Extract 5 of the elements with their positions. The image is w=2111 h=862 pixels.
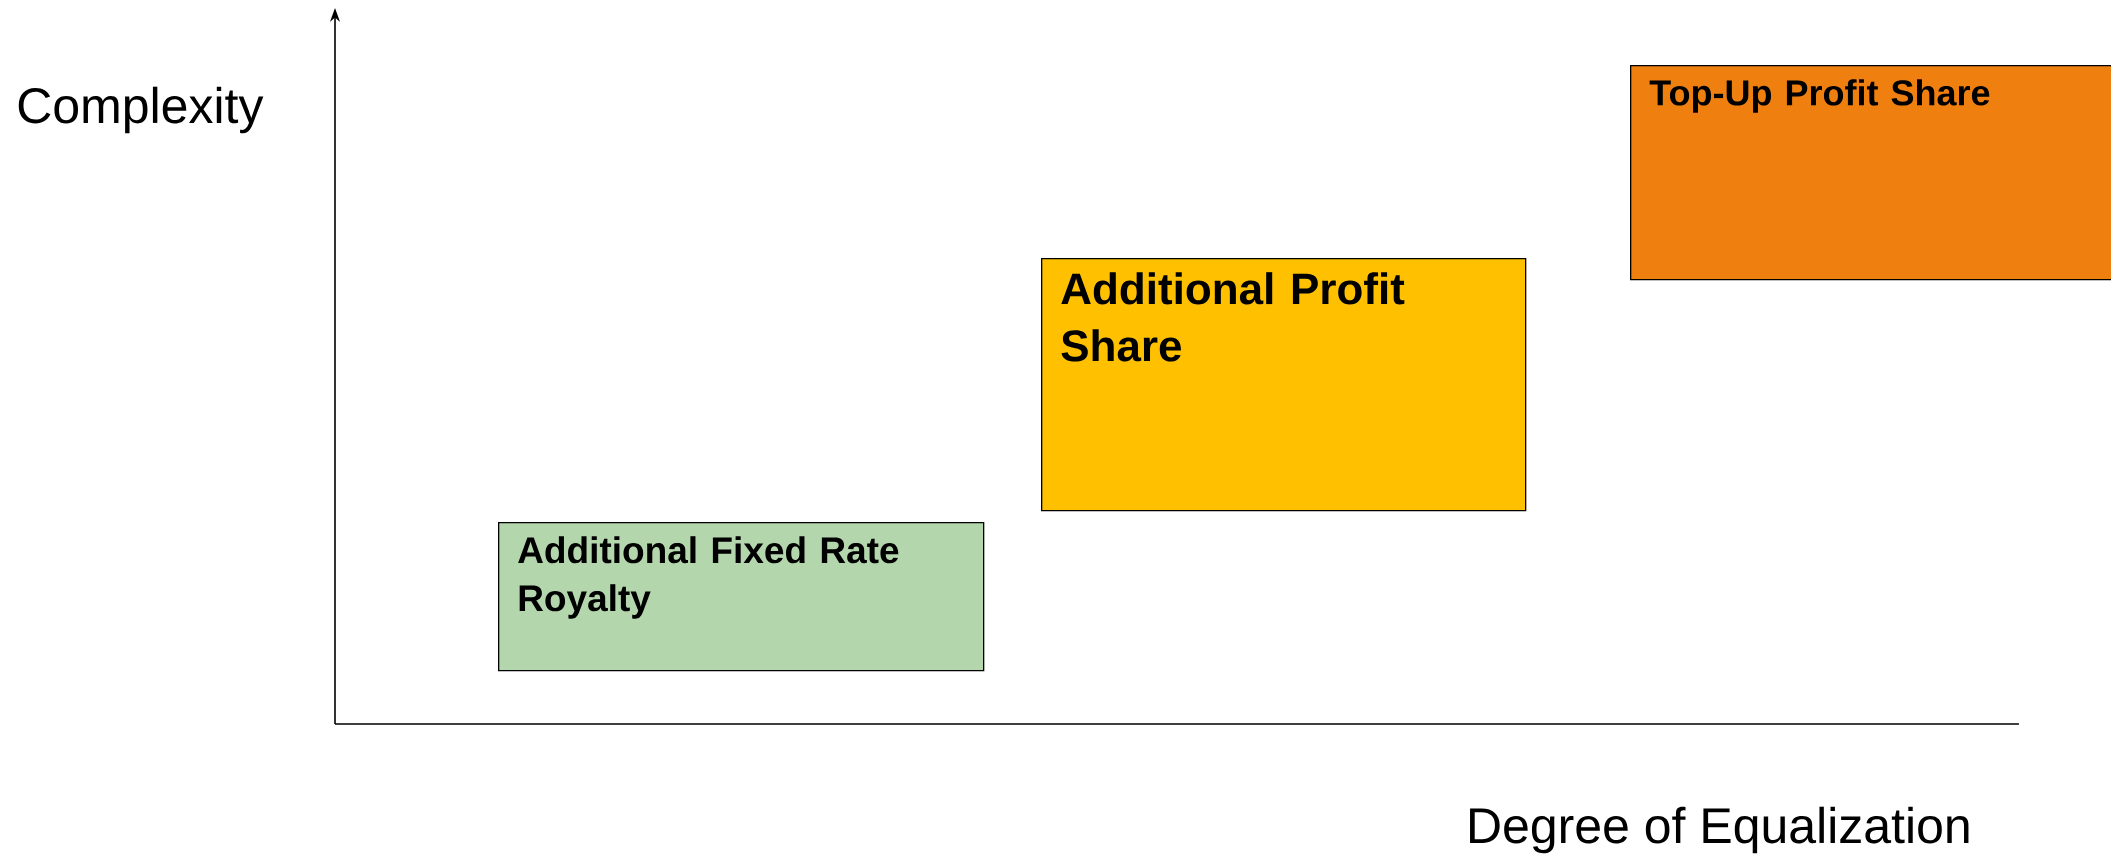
category-box: Additional Fixed Rate Royalty	[498, 522, 985, 672]
axis-label: Degree of Equalization	[1470, 806, 1969, 854]
category-box: Top-Up Profit Share	[1630, 65, 2111, 281]
axis-label: Complexity	[18, 86, 264, 134]
category-box: Additional Profit Share	[1041, 258, 1527, 512]
